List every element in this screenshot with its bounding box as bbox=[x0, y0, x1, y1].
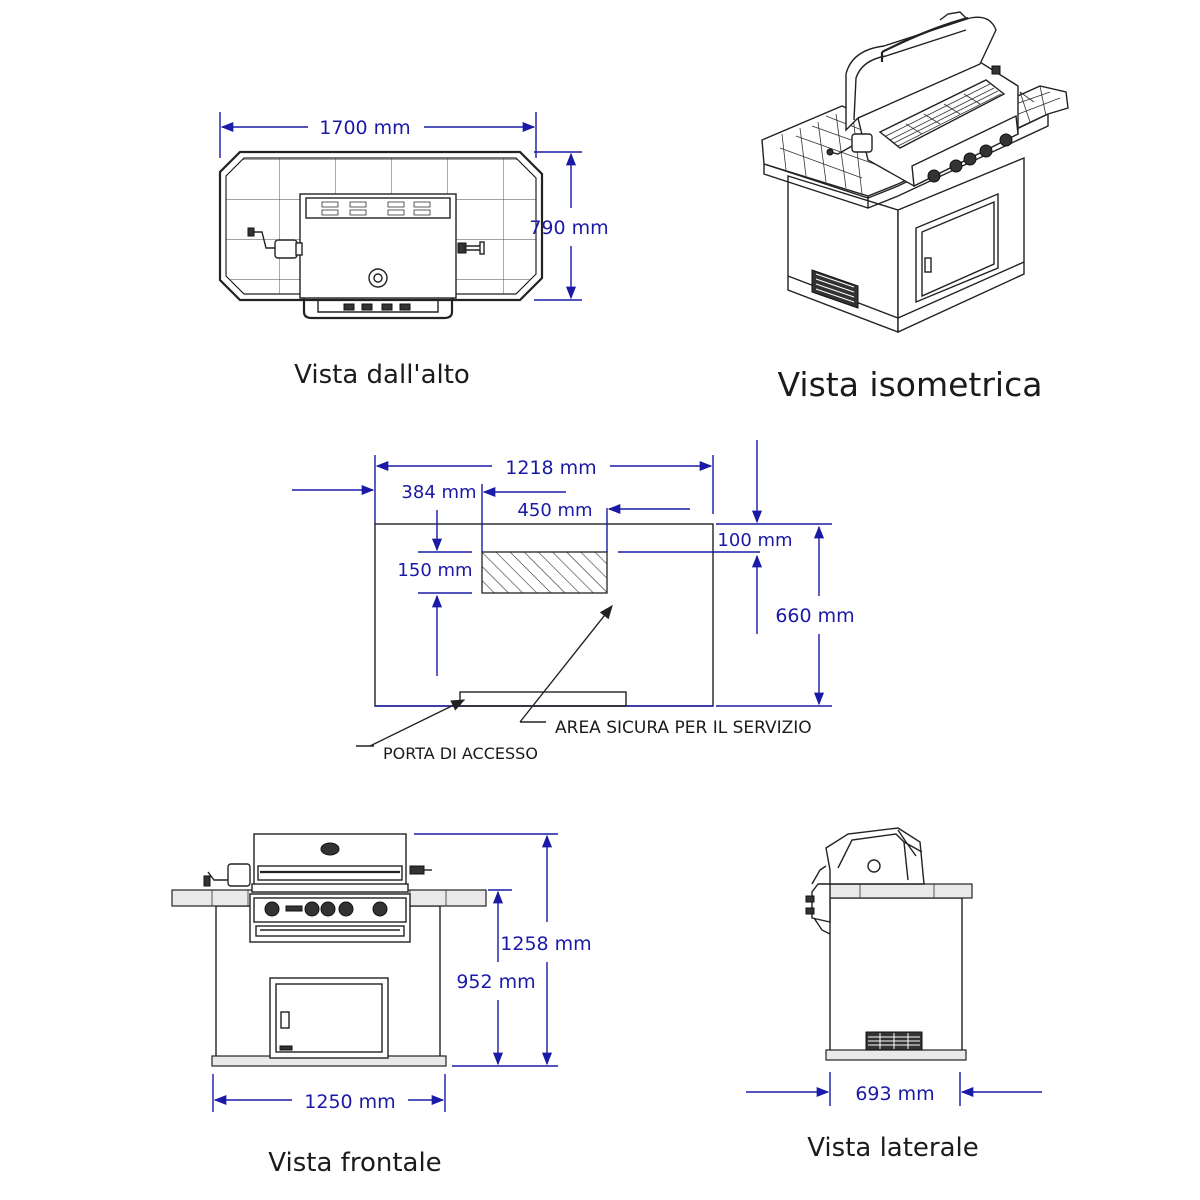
top-view-caption: Vista dall'alto bbox=[294, 360, 470, 390]
side-view: 693 mm Vista laterale bbox=[746, 827, 1042, 1163]
service-cutout-hatch bbox=[481, 551, 608, 594]
iso-door-handle bbox=[924, 257, 932, 273]
front-hood bbox=[253, 833, 407, 887]
front-knobs bbox=[264, 901, 388, 917]
clearance-top-offset-dim: 100 mm bbox=[717, 530, 792, 551]
front-view: 1258 mm 952 mm 1250 mm Vista frontale bbox=[171, 833, 592, 1178]
top-view-thermometer bbox=[368, 268, 388, 288]
iso-knobs bbox=[927, 133, 1013, 183]
top-view-width-dim: 1700 mm bbox=[319, 117, 410, 139]
clearance-overall-width-dim: 1218 mm bbox=[505, 457, 596, 479]
top-view-rotisserie-rod bbox=[457, 241, 485, 255]
top-view-rotisserie-motor bbox=[247, 227, 303, 259]
top-view-counter bbox=[218, 150, 544, 302]
side-vent bbox=[865, 1031, 923, 1051]
front-counter-height-dim: 952 mm bbox=[456, 971, 535, 993]
iso-door bbox=[915, 192, 999, 304]
clearance-cutout-height-dim: 150 mm bbox=[397, 560, 472, 581]
side-countertop bbox=[819, 883, 973, 899]
top-view-vents bbox=[321, 201, 431, 216]
iso-lid bbox=[845, 16, 997, 132]
side-thermometer bbox=[867, 859, 881, 873]
clearance-cutout-width-dim: 450 mm bbox=[517, 500, 592, 521]
front-thermometer bbox=[320, 842, 340, 856]
side-cabinet bbox=[829, 897, 963, 1055]
service-area-leader bbox=[519, 604, 613, 723]
clearance-overall-height-dim: 660 mm bbox=[775, 605, 854, 627]
iso-lid-handle bbox=[880, 16, 969, 62]
side-knobs bbox=[805, 865, 831, 935]
isometric-view bbox=[761, 11, 1069, 334]
iso-control-panel bbox=[911, 114, 1019, 188]
access-door-leader bbox=[369, 699, 466, 747]
top-view-depth-dim: 790 mm bbox=[529, 217, 608, 239]
side-depth-dim: 693 mm bbox=[855, 1083, 934, 1105]
top-view-front-handle bbox=[302, 298, 454, 320]
clearance-left-offset-dim: 384 mm bbox=[401, 482, 476, 503]
front-width-dim: 1250 mm bbox=[304, 1091, 395, 1113]
service-area-label: AREA SICURA PER IL SERVIZIO bbox=[555, 718, 812, 738]
front-total-height-dim: 1258 mm bbox=[500, 933, 591, 955]
access-door-label: PORTA DI ACCESSO bbox=[383, 744, 538, 763]
top-view: 1700 mm 790 mm Vista dall'alto bbox=[218, 112, 609, 390]
clearance-diagram: 1218 mm 384 mm 450 mm 100 mm 660 mm 150 … bbox=[292, 440, 855, 763]
front-rotisserie-motor bbox=[203, 863, 432, 887]
top-view-knobs bbox=[343, 303, 411, 311]
front-view-caption: Vista frontale bbox=[268, 1148, 441, 1178]
isometric-view-caption: Vista isometrica bbox=[778, 365, 1043, 404]
front-drip-tray bbox=[255, 925, 405, 937]
iso-rotisserie-motor bbox=[826, 65, 1001, 156]
front-door-handle bbox=[280, 1011, 290, 1029]
iso-grill-grates bbox=[885, 83, 1002, 147]
side-plinth bbox=[825, 1049, 967, 1061]
iso-vent bbox=[811, 269, 859, 309]
side-view-caption: Vista laterale bbox=[807, 1133, 979, 1163]
front-igniter bbox=[285, 905, 303, 912]
